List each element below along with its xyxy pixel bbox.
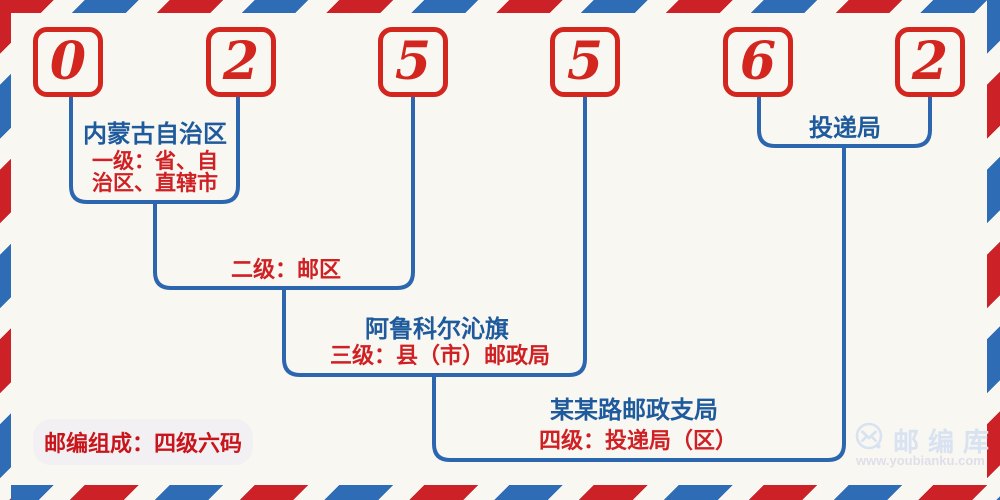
digit-box-2: 2 [206, 27, 276, 97]
airmail-border-top [0, 0, 1000, 13]
envelope-logo-icon [855, 422, 883, 450]
digit-1: 0 [49, 31, 87, 92]
level2-label: 二级：邮区 [230, 257, 342, 282]
level1-desc-line2: 治区、直辖市 [92, 172, 218, 195]
digit-5: 6 [739, 31, 777, 92]
watermark-brand-text: 邮编库 [893, 427, 999, 457]
bracket-delivery [757, 97, 932, 148]
digit-2: 2 [222, 31, 260, 92]
digit-box-5: 6 [723, 27, 793, 97]
level1-desc-line1: 一级：省、自 [92, 150, 218, 173]
digit-4: 5 [566, 31, 604, 92]
digit-3: 5 [394, 31, 432, 92]
digit-6: 2 [911, 31, 949, 92]
youbianku-watermark: 邮编库 www.youbianku.com [855, 420, 990, 470]
digit-box-6: 2 [895, 27, 965, 97]
airmail-border-right [987, 0, 1000, 500]
delivery-label: 投递局 [809, 115, 881, 142]
composition-badge: 邮编组成：四级六码 [33, 419, 253, 465]
level4-desc-label: 四级：投递局（区） [538, 428, 738, 453]
watermark-url-text: www.youbianku.com [856, 453, 985, 468]
airmail-border-left [0, 0, 11, 500]
airmail-border-bottom [0, 485, 1000, 500]
digit-box-4: 5 [550, 27, 620, 97]
level1-region-label: 内蒙古自治区 [83, 121, 227, 148]
digit-box-1: 0 [33, 27, 103, 97]
composition-badge-text: 邮编组成：四级六码 [43, 431, 242, 456]
bracket-level4 [432, 146, 846, 462]
digit-box-3: 5 [378, 27, 448, 97]
level3-desc-label: 三级：县（市）邮政局 [329, 343, 551, 368]
level3-place-label: 阿鲁科尔沁旗 [365, 316, 509, 343]
level4-place-label: 某某路邮政支局 [550, 397, 718, 424]
